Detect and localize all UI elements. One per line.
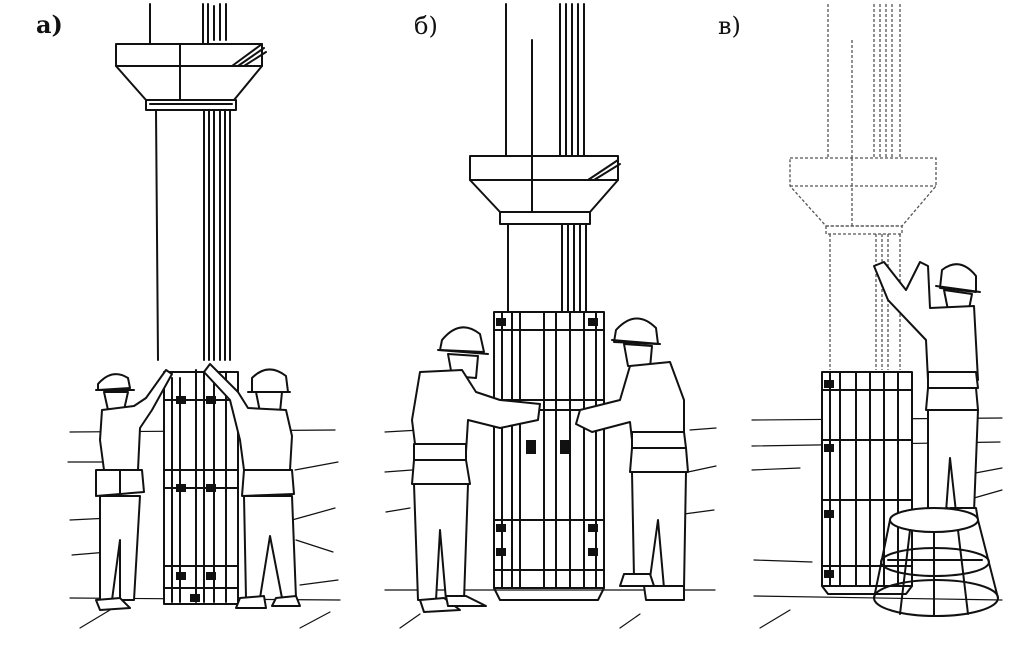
panel-c-formwork bbox=[821, 371, 913, 595]
panel-a-upper-column bbox=[149, 3, 227, 45]
panel-a-worker-left bbox=[95, 369, 173, 611]
panel-b-label: б) bbox=[414, 12, 438, 40]
panel-b-formwork bbox=[493, 311, 605, 601]
panel-c-upper-column bbox=[827, 4, 901, 158]
panel-a-label: а) bbox=[36, 10, 63, 39]
panel-a-lower-column bbox=[155, 109, 231, 361]
panel-b-drawing bbox=[384, 3, 717, 629]
panel-c-label: в) bbox=[718, 12, 741, 40]
panel-b-worker-left bbox=[411, 326, 541, 613]
panel-b-worker-right bbox=[575, 317, 689, 601]
panel-a-worker-right bbox=[203, 363, 301, 609]
panel-b-lower-column bbox=[507, 223, 587, 313]
panel-a-drawing bbox=[67, 3, 341, 629]
panel-c-worker bbox=[873, 261, 981, 523]
panel-b-upper-column bbox=[505, 3, 585, 157]
panel-c-step-stand bbox=[873, 507, 999, 617]
panel-a-capital bbox=[115, 43, 267, 111]
panel-c-drawing bbox=[751, 4, 1003, 629]
panel-b-capital bbox=[469, 155, 621, 225]
panel-a-formwork bbox=[163, 369, 239, 605]
panel-c-capital bbox=[789, 157, 937, 235]
